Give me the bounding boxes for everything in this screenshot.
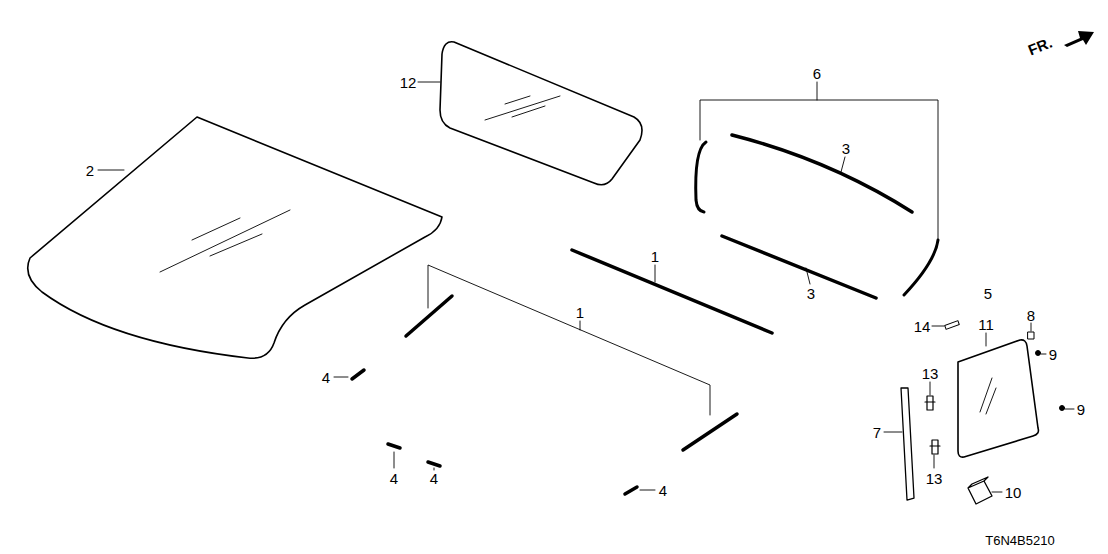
- leader-line: [884, 432, 902, 433]
- callout-number: 10: [1005, 485, 1022, 500]
- spacer: [625, 487, 637, 494]
- callout-number: 8: [1027, 308, 1035, 323]
- callout-number: 5: [984, 286, 992, 301]
- callout-number: 4: [322, 370, 330, 385]
- molding-strip: [406, 296, 452, 336]
- callout-number: 11: [978, 317, 994, 332]
- callout-number: 14: [914, 319, 931, 334]
- glass-highlight: [160, 210, 290, 272]
- molding-strip: [722, 236, 876, 298]
- glass-highlight: [980, 378, 996, 414]
- callout-number: 4: [390, 471, 398, 486]
- spacer: [428, 462, 440, 466]
- callout-number: 2: [86, 163, 94, 178]
- callout-number: 9: [1049, 347, 1057, 362]
- diagram-code: T6N4B5210: [985, 534, 1054, 547]
- fastener: [1036, 351, 1041, 356]
- leader-line: [640, 490, 655, 491]
- seal-block: [968, 477, 992, 504]
- leader-line: [1031, 323, 1032, 331]
- leader-line: [655, 265, 656, 282]
- callout-number: 3: [807, 286, 815, 301]
- callout-number: 9: [1077, 402, 1085, 417]
- leader-line: [98, 170, 124, 171]
- leader-line: [992, 492, 1002, 493]
- bracket-line: [428, 265, 710, 415]
- callout-number: 13: [926, 471, 943, 486]
- callout-number: 1: [651, 249, 659, 264]
- molding-strip: [683, 414, 737, 450]
- callout-number: 12: [400, 75, 417, 90]
- clip: [930, 440, 940, 454]
- leader-line: [932, 326, 944, 327]
- leader-line: [1065, 409, 1074, 410]
- leader-line: [806, 268, 810, 284]
- quarter-glass: [958, 340, 1038, 457]
- leader-line: [986, 333, 987, 346]
- windshield: [28, 117, 442, 358]
- leader-line: [930, 382, 931, 395]
- callout-number: 6: [813, 66, 821, 81]
- leader-line: [418, 82, 440, 83]
- molding-end: [696, 142, 706, 212]
- clip: [1028, 332, 1034, 339]
- leader-line: [394, 452, 395, 468]
- spacer: [352, 370, 364, 379]
- fastener: [1060, 406, 1065, 411]
- spacer: [388, 444, 400, 448]
- clip: [925, 396, 935, 410]
- garnish-strip: [901, 388, 914, 500]
- rear-glass: [440, 42, 642, 185]
- leader-line: [841, 157, 845, 172]
- bracket-line: [700, 82, 938, 240]
- seal-piece: [945, 321, 960, 330]
- molding-strip: [572, 250, 772, 333]
- callout-number: 4: [430, 471, 438, 486]
- leader-line: [934, 455, 935, 468]
- callout-number: 1: [576, 305, 584, 320]
- glass-highlight: [485, 96, 560, 120]
- leader-line: [1041, 354, 1046, 355]
- callout-number: 7: [873, 425, 881, 440]
- molding-end: [904, 240, 938, 295]
- front-label: FR.: [1026, 35, 1054, 58]
- callout-number: 13: [922, 366, 939, 381]
- front-arrow: [1064, 31, 1094, 47]
- callout-number: 3: [842, 141, 850, 156]
- callout-number: 4: [659, 483, 667, 498]
- leader-line: [334, 377, 348, 378]
- molding-strip: [732, 135, 912, 212]
